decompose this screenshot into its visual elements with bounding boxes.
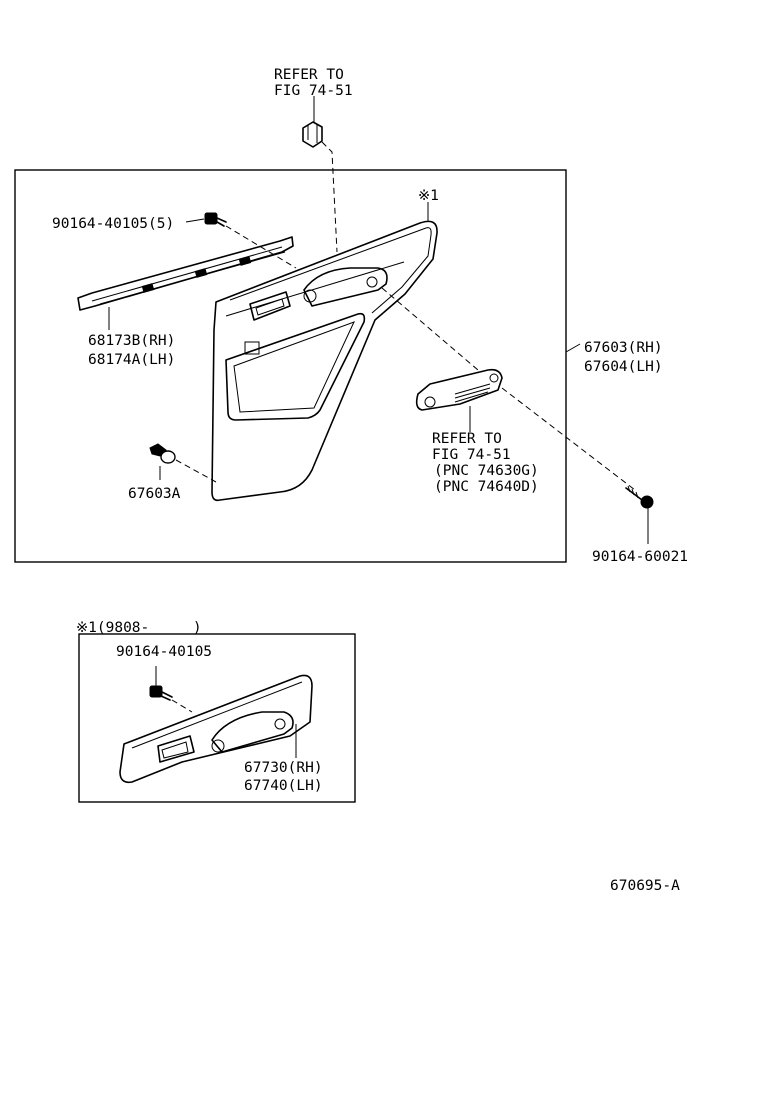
grip-handle-part	[415, 368, 503, 411]
label-clip-bolt: 90164-40105(5)	[52, 216, 174, 232]
clip-67603a-dash	[175, 459, 217, 483]
top-clip-part	[302, 121, 323, 148]
armrest-part	[119, 674, 313, 784]
grip-dash	[381, 287, 636, 491]
screw-part	[625, 485, 654, 509]
label-moulding-lh: 68174A(LH)	[88, 352, 175, 368]
bolt-part	[204, 212, 227, 227]
inset-bolt-dash	[171, 699, 193, 713]
figure-id: 670695-A	[610, 878, 680, 894]
clip-67603a-part	[149, 443, 176, 464]
inset-frame	[78, 633, 356, 803]
inset-title: ※1(9808- )	[76, 620, 202, 636]
belt-moulding-part	[77, 236, 294, 311]
label-board-lh: 67604(LH)	[584, 359, 663, 375]
door-trim-board-part	[211, 220, 438, 502]
label-inset-bolt: 90164-40105	[116, 644, 212, 660]
grip-refer-line1: REFER TO	[432, 431, 502, 447]
top-clip-dash	[321, 141, 338, 253]
board-leader	[565, 343, 581, 353]
main-frame	[14, 169, 567, 563]
label-armrest-lh: 67740(LH)	[244, 778, 323, 794]
grip-pnc2: (PNC 74640D)	[434, 479, 539, 495]
label-mark-1: ※1	[418, 188, 439, 204]
refer-top-line2: FIG 74-51	[274, 83, 353, 99]
inset-bolt-part	[149, 685, 173, 701]
label-moulding-rh: 68173B(RH)	[88, 333, 175, 349]
label-clip-67603a: 67603A	[128, 486, 181, 502]
label-board-rh: 67603(RH)	[584, 340, 663, 356]
bolt-leader	[185, 218, 205, 223]
label-screw: 90164-60021	[592, 549, 688, 565]
grip-refer-line2: FIG 74-51	[432, 447, 511, 463]
grip-pnc1: (PNC 74630G)	[434, 463, 539, 479]
label-armrest-rh: 67730(RH)	[244, 760, 323, 776]
refer-top-line1: REFER TO	[274, 67, 344, 83]
